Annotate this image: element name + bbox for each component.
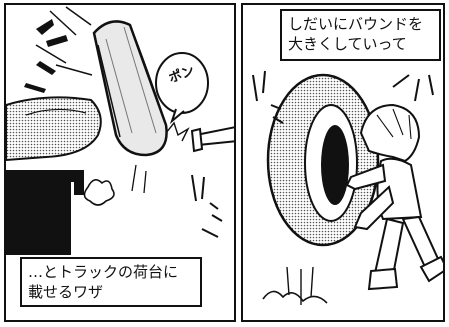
- left-panel-art: [6, 6, 234, 255]
- person: [345, 103, 443, 291]
- left-panel: …とトラックの荷台に 載せるワザ ポン: [4, 3, 236, 322]
- smoke-puff: [83, 179, 115, 206]
- speed-lines: [131, 164, 147, 194]
- caption-left-line2: 載せるワザ: [28, 283, 104, 301]
- right-panel-art: [252, 70, 443, 305]
- caption-right-line1: しだいにバウンドを: [288, 15, 424, 33]
- foreground-arm: [6, 96, 102, 162]
- caption-left: …とトラックの荷台に 載せるワザ: [20, 257, 202, 307]
- caption-right-line2: 大きくしていって: [288, 35, 407, 53]
- impact-mark: [165, 121, 190, 142]
- speech-bubble-pon: [155, 52, 209, 125]
- flying-tire: [92, 20, 168, 157]
- right-panel: しだいにバウンドを 大きくしていって: [241, 3, 445, 322]
- motion-lines: [35, 6, 93, 76]
- sfx-top-right: [392, 74, 434, 102]
- sfx-baun: [191, 174, 223, 238]
- big-tire: [266, 73, 380, 247]
- leg: [190, 126, 234, 153]
- caption-right: しだいにバウンドを 大きくしていって: [280, 9, 441, 61]
- sfx-dosu: [24, 19, 68, 93]
- caption-left-line1: …とトラックの荷台に: [28, 263, 179, 281]
- bounce-lines: [286, 266, 314, 305]
- ground-dust: [262, 290, 328, 304]
- truck-bed: [6, 170, 84, 255]
- sfx-baun-left: [252, 70, 284, 124]
